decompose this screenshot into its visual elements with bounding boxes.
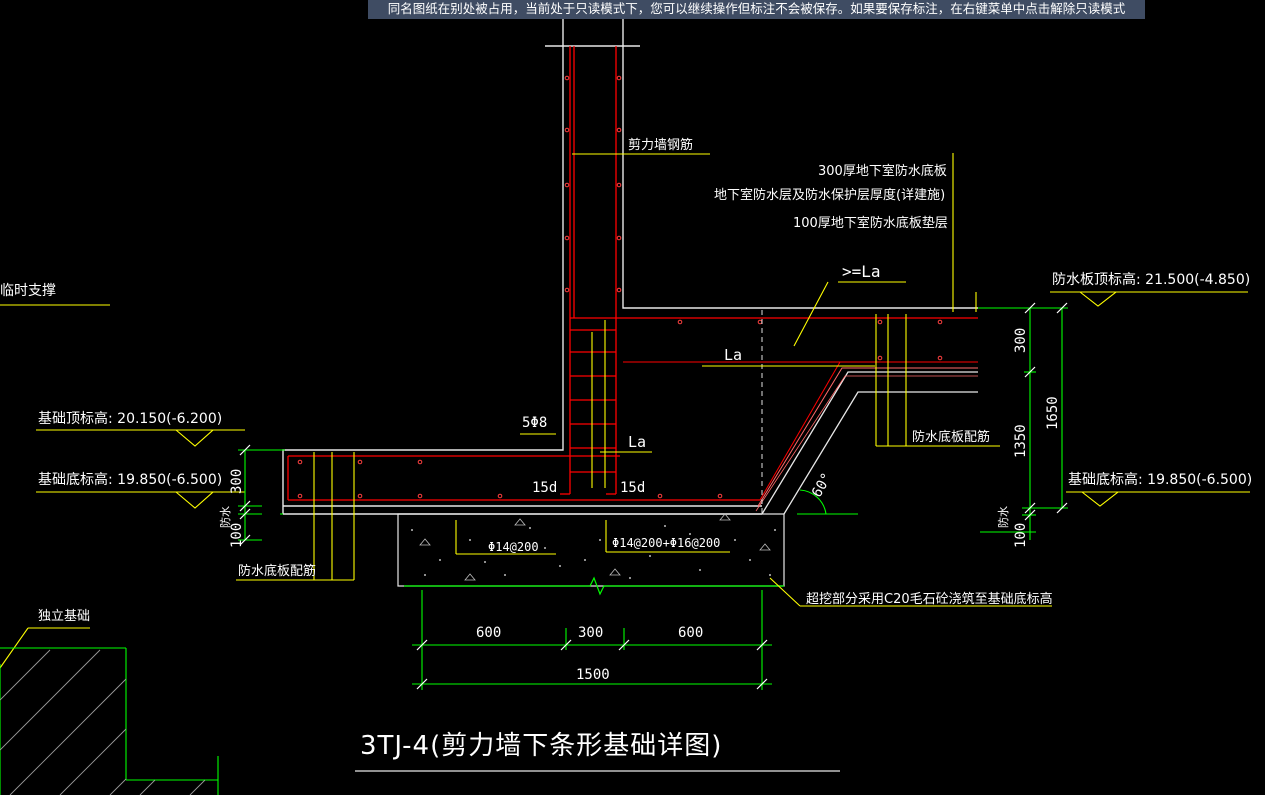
wall-right-face — [622, 18, 978, 309]
dim-100-left: 100 — [229, 522, 245, 548]
dim-300-left: 300 — [229, 468, 245, 494]
dim-600-a: 600 — [476, 625, 502, 641]
dimension-ticks — [239, 302, 1068, 690]
slope-outline — [755, 367, 978, 515]
label-overexcavate: 超挖部分采用C20毛石砼浇筑至基础底标高 — [806, 592, 1053, 607]
dim-100-right: 100 — [1013, 522, 1029, 548]
c20-block — [397, 513, 785, 596]
dim-300-mid: 300 — [578, 625, 604, 641]
elevation-slab-top: 防水板顶标高: 21.500(-4.850) — [1052, 272, 1251, 288]
label-wall-rebar: 剪力墙钢筋 — [628, 138, 694, 153]
rebar — [287, 46, 978, 501]
elevation-found-bottom-right: 基础底标高: 19.850(-6.500) — [1068, 472, 1253, 488]
read-only-banner[interactable]: 同名图纸在别处被占用，当前处于只读模式下，您可以继续操作但标注不会被保存。如果要… — [368, 0, 1145, 19]
label-temp-support: 临时支撑 — [0, 283, 56, 299]
label-isolated-foundation: 独立基础 — [38, 609, 91, 624]
label-slab-rebar: 防水底板配筋 — [912, 430, 991, 445]
wall-left-face — [282, 18, 564, 514]
dimension-lines — [0, 307, 1068, 795]
label-phi14-16: Φ14@200+Φ16@200 — [612, 536, 721, 550]
label-fangshui-right: 防水 — [997, 506, 1010, 528]
label-cushion-100: 100厚地下室防水底板垫层 — [793, 216, 948, 231]
rebar-dots — [297, 75, 943, 499]
label-ge-la: >=La — [842, 262, 881, 281]
dim-1350: 1350 — [1013, 424, 1029, 458]
label-base-rebar-left: 防水底板配筋 — [238, 564, 317, 579]
label-la-upper: La — [724, 346, 743, 364]
leader-lines — [0, 153, 1250, 669]
label-waterproof-layer: 地下室防水层及防水保护层厚度(详建施) — [714, 188, 946, 203]
label-15d-left: 15d — [532, 480, 558, 496]
drawing-title: 3TJ-4(剪力墙下条形基础详图) — [360, 731, 723, 761]
dim-1500: 1500 — [576, 667, 610, 683]
label-phi14: Φ14@200 — [488, 540, 539, 554]
label-5phi8: 5Φ8 — [522, 415, 548, 431]
isolated-foundation-hatch — [0, 649, 206, 795]
label-la-lower: La — [628, 433, 647, 451]
elevation-found-top: 基础顶标高: 20.150(-6.200) — [38, 411, 223, 427]
label-15d-right: 15d — [620, 480, 646, 496]
elevation-found-bottom-left: 基础底标高: 19.850(-6.500) — [38, 472, 223, 488]
dim-600-b: 600 — [678, 625, 704, 641]
dim-300-right: 300 — [1013, 327, 1029, 353]
dim-1650: 1650 — [1045, 396, 1061, 430]
label-slab-300: 300厚地下室防水底板 — [818, 164, 947, 179]
